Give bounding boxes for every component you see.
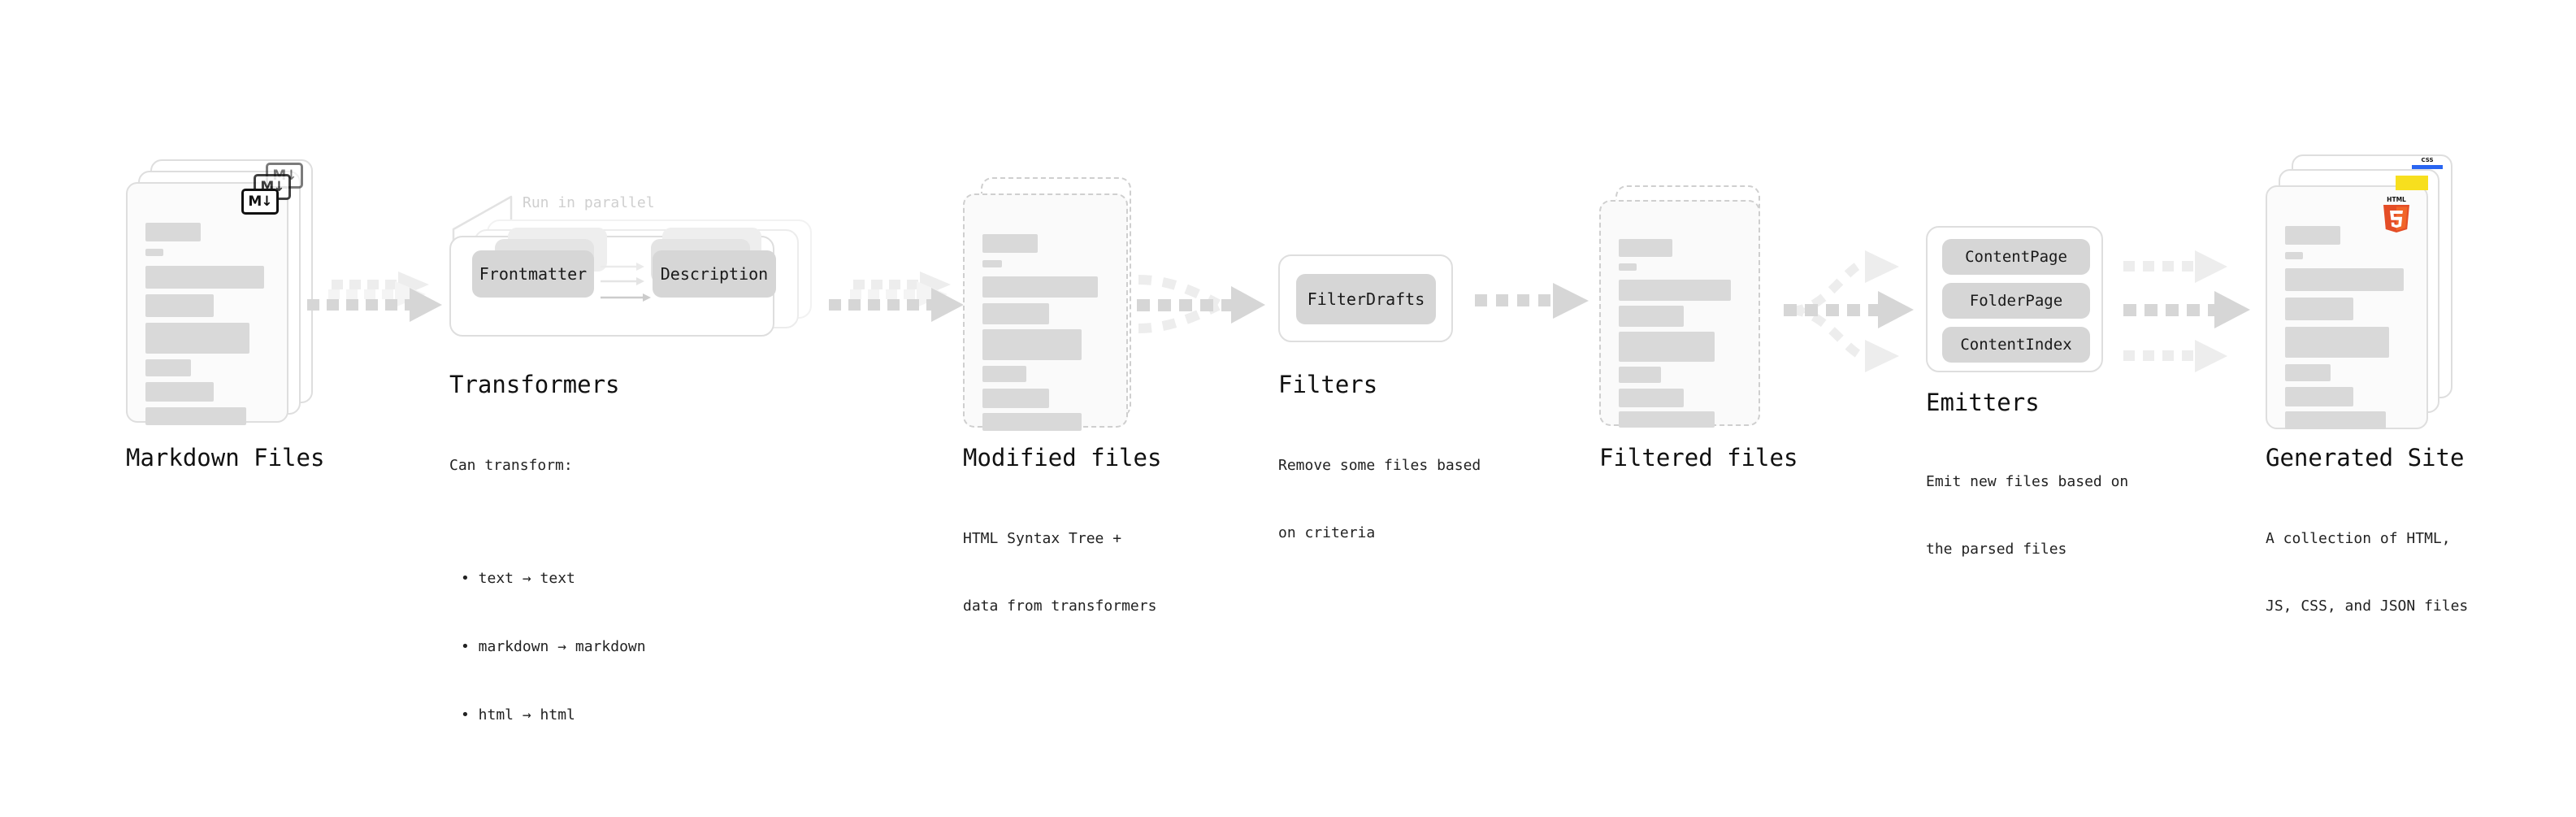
emitters-subtitle: Emit new files based on the parsed files [1926,425,2128,606]
filters-subtitle: Remove some files based on criteria [1278,409,1481,590]
modified-files-subtitle-line2: data from transformers [963,598,1157,615]
skeleton-bar [145,407,246,425]
skeleton-bar [2285,268,2404,291]
skeleton-bar [145,249,163,256]
filter-chip-filterdrafts[interactable]: FilterDrafts [1296,274,1436,324]
filters-title: Filters [1278,371,1378,398]
skeleton-bar [1619,239,1672,257]
transformers-subtitle-lead: Can transform: [449,456,573,474]
arrow-modified-to-filters [1134,262,1280,351]
modified-card-front [963,193,1128,431]
emitters-title: Emitters [1926,389,2040,416]
skeleton-bar [982,276,1098,298]
filters-box: FilterDrafts [1278,254,1453,342]
markdown-files-stack: M↓ M↓ M↓ [126,159,313,436]
arrow-transformers-to-modified [829,268,964,341]
filtered-card-front [1599,200,1760,428]
skeleton-bar [1619,306,1684,327]
emitter-chip-contentpage[interactable]: ContentPage [1942,239,2090,275]
run-in-parallel-note: Run in parallel [523,194,655,211]
skeleton-bar [982,303,1049,324]
skeleton-bar [2285,411,2386,429]
generated-site-subtitle-line2: JS, CSS, and JSON files [2266,598,2469,615]
arrow-markdown-to-transformers [307,268,442,341]
generated-site-stack: CSS HTML [2266,154,2457,447]
generated-site-title: Generated Site [2266,444,2465,472]
transformers-bullet-list: • text → text • markdown → markdown • ht… [449,522,646,771]
skeleton-bar [145,294,214,317]
skeleton-bar [982,389,1049,408]
list-item: • html → html [461,706,575,724]
css-badge: CSS [2412,156,2443,169]
html5-badge: HTML [2379,195,2413,234]
emitter-chip-folderpage[interactable]: FolderPage [1942,283,2090,319]
markdown-card-front [126,182,288,425]
skeleton-bar [145,223,201,241]
skeleton-bar [982,260,1002,267]
modified-files-subtitle-line1: HTML Syntax Tree + [963,529,1122,547]
site-card-front [2266,185,2428,429]
list-item: • markdown → markdown [461,637,646,655]
skeleton-bar [145,266,264,289]
arrow-filtered-to-emitters [1784,234,1930,385]
skeleton-bar [2285,298,2353,320]
transformers-title: Transformers [449,371,620,398]
emitters-subtitle-line1: Emit new files based on [1926,472,2129,490]
skeleton-bar [1619,411,1715,428]
generated-site-subtitle: A collection of HTML, JS, CSS, and JSON … [2266,482,2468,663]
markdown-files-title: Markdown Files [126,444,325,472]
diagram-canvas: M↓ M↓ M↓ Markdown Files [126,154,2468,724]
transformer-chip-description[interactable]: Description [653,250,776,298]
transformer-chip-frontmatter[interactable]: Frontmatter [472,250,594,298]
transformers-subtitle: Can transform: • text → text • markdown … [449,409,646,817]
js-badge [2396,176,2428,190]
generated-site-subtitle-line1: A collection of HTML, [2266,529,2451,547]
skeleton-bar [1619,332,1715,362]
skeleton-bar [982,413,1082,431]
skeleton-bar [145,359,191,376]
filters-subtitle-line1: Remove some files based [1278,456,1481,474]
skeleton-bar [1619,263,1637,271]
skeleton-bar [2285,364,2331,381]
emitter-chip-contentindex[interactable]: ContentIndex [1942,327,2090,363]
filtered-files-title: Filtered files [1599,444,1798,472]
skeleton-bar [1619,280,1731,301]
skeleton-bar [145,382,214,402]
modified-files-title: Modified files [963,444,1162,472]
css-badge-bar [2412,165,2443,169]
filters-subtitle-line2: on criteria [1278,524,1376,542]
skeleton-bar [982,329,1082,360]
skeleton-bar [2285,327,2389,358]
list-item: • text → text [461,570,575,588]
modified-files-subtitle: HTML Syntax Tree + data from transformer… [963,482,1156,663]
emitters-box: ContentPage FolderPage ContentIndex [1926,226,2103,372]
skeleton-bar [145,323,249,354]
transformers-group: Frontmatter Description [449,192,823,354]
skeleton-bar [2285,387,2353,406]
arrow-filters-to-filtered [1475,283,1597,332]
skeleton-bar [982,234,1038,253]
markdown-badge: M↓ [241,189,279,215]
skeleton-bar [1619,367,1661,383]
skeleton-bar [1619,389,1684,407]
skeleton-bar [2285,226,2340,245]
modified-files-stack [963,177,1142,454]
arrow-emitters-to-site [2123,234,2253,385]
skeleton-bar [2285,252,2303,259]
svg-text:HTML: HTML [2387,196,2406,203]
filtered-files-stack [1599,185,1774,454]
emitters-subtitle-line2: the parsed files [1926,541,2067,558]
skeleton-bar [982,366,1026,382]
css-badge-label: CSS [2421,157,2434,163]
